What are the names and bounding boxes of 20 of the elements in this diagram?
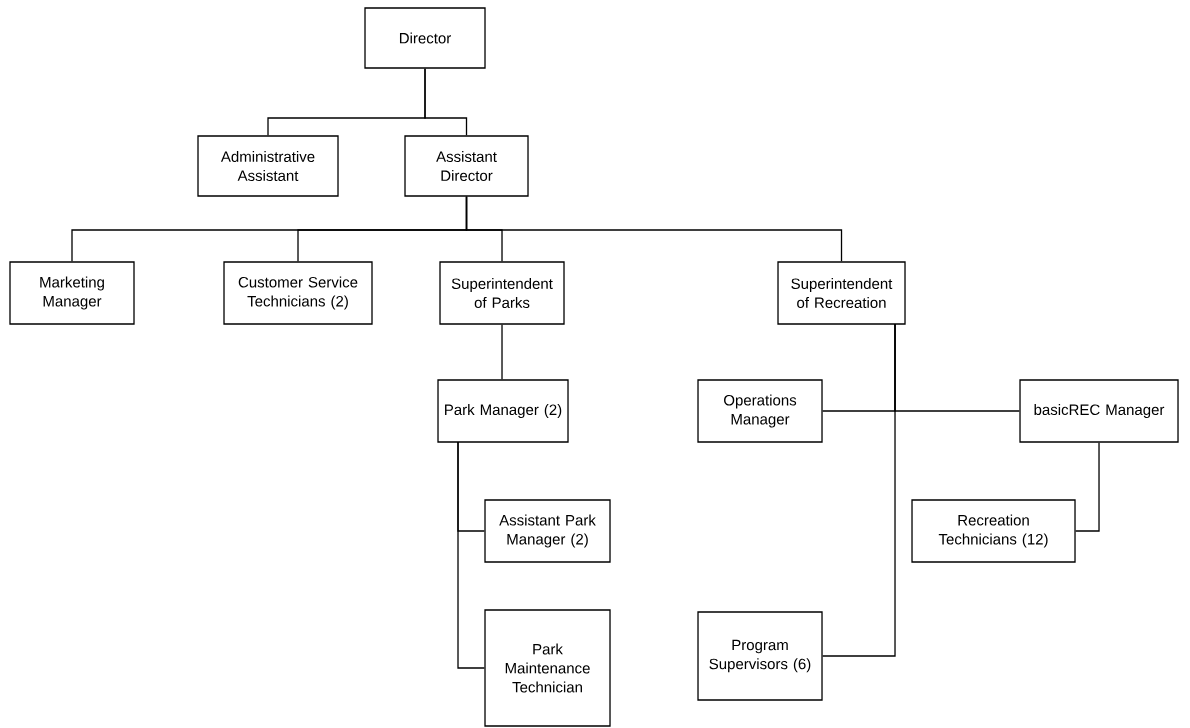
position-box: basicREC Manager [1019,379,1179,443]
position-box: Operations Manager [697,379,823,443]
position-box: Recreation Technicians (12) [911,499,1076,563]
position-box: Assistant Park Manager (2) [484,499,611,563]
position-box: Program Supervisors (6) [697,611,823,701]
position-box: Administrative Assistant [197,135,339,197]
position-box: Park Manager (2) [437,379,569,443]
position-box: Superintendent of Parks [439,261,565,325]
connector-line [465,196,843,262]
position-box: Marketing Manager [9,261,135,325]
position-box: Park Maintenance Technician [484,609,611,727]
connector-line [1075,442,1100,532]
position-box: Director [364,7,486,69]
connector-line [424,68,468,136]
position-box: Customer Service Technicians (2) [223,261,373,325]
connector-line [822,323,896,657]
position-box: Assistant Director [404,135,529,197]
position-box: Superintendent of Recreation [777,261,906,325]
connector-line [501,324,503,380]
connector-line [457,441,485,669]
